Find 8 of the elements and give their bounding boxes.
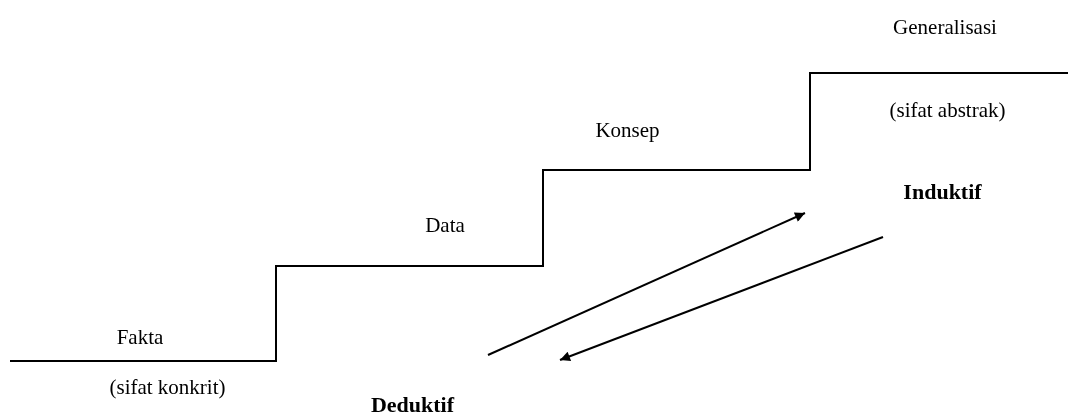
stage-label: (sifat abstrak) [888,97,1007,123]
reasoning-label: Deduktif [369,392,456,418]
stage-label: Fakta [115,324,165,350]
stage-label: (sifat konkrit) [108,374,227,400]
stage-label: Data [424,212,466,238]
reasoning-label: Induktif [902,179,983,205]
stage-label: Konsep [594,117,661,143]
stage-label: Generalisasi [892,14,998,40]
